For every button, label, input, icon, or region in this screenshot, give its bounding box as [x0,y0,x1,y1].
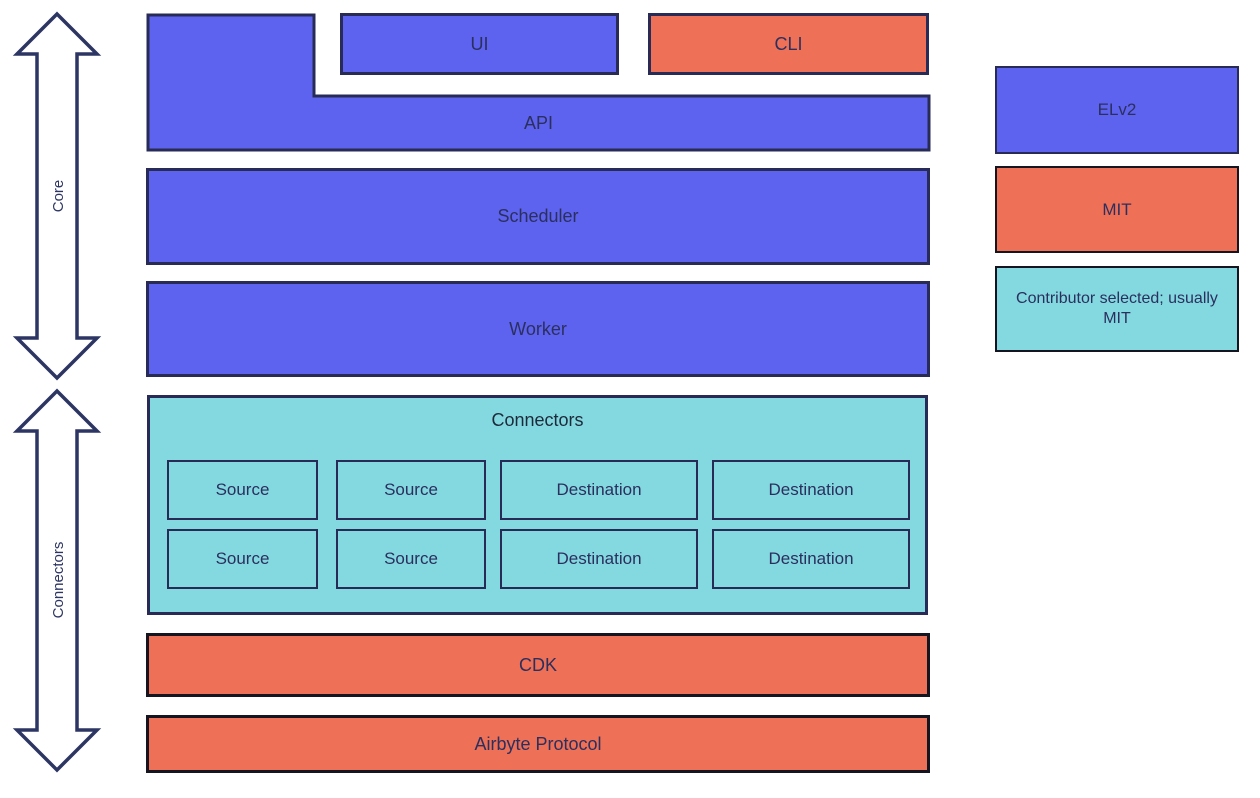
core-arrow-label: Core [49,179,67,213]
legend-elv2-label: ELv2 [1097,100,1137,120]
cdk-box: CDK [146,633,930,697]
cli-label: CLI [774,33,803,54]
legend-elv2: ELv2 [995,66,1239,154]
scheduler-label: Scheduler [497,206,579,226]
scheduler-box: Scheduler [146,168,930,265]
connector-destination-box: Destination [500,529,698,589]
legend-contributor: Contributor selected; usually MIT [995,266,1239,352]
legend-contributor-label: Contributor selected; usually MIT [1016,290,1218,327]
connectors-title: Connectors [491,410,584,430]
cdk-label: CDK [518,654,557,675]
connectors-arrow-label: Connectors [49,541,67,619]
connector-source-box: Source [336,460,486,520]
connector-source-box: Source [167,460,318,520]
connector-destination-box: Destination [500,460,698,520]
connector-destination-box: Destination [712,529,910,589]
legend-mit-label: MIT [1102,199,1132,219]
api-label: API [523,112,553,133]
airbyte-protocol-box: Airbyte Protocol [146,715,930,773]
worker-box: Worker [146,281,930,377]
connectors-block: Connectors Source Source Destination Des… [147,395,928,615]
connector-source-box: Source [336,529,486,589]
ui-label: UI [470,33,489,54]
legend-mit: MIT [995,166,1239,253]
connector-source-box: Source [167,529,318,589]
connector-destination-box: Destination [712,460,910,520]
cli-box: CLI [648,13,929,75]
airbyte-protocol-label: Airbyte Protocol [474,733,602,754]
worker-label: Worker [509,318,567,339]
ui-box: UI [340,13,619,75]
